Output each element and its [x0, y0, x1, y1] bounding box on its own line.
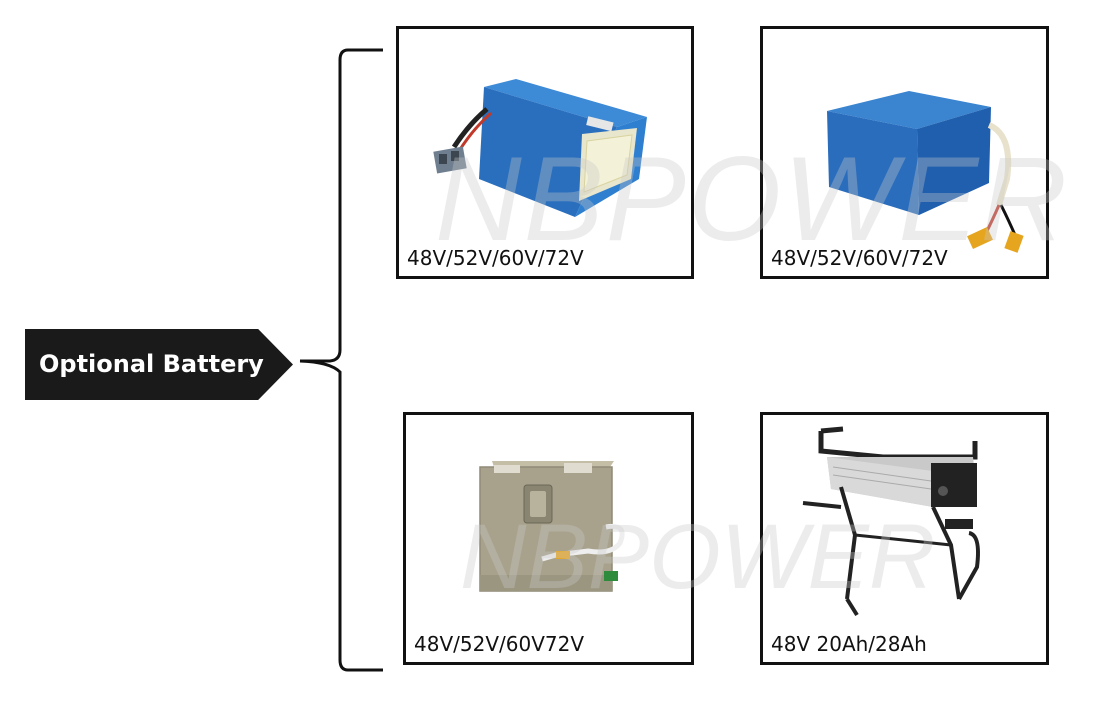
- product-card-4[interactable]: 48V 20Ah/28Ah: [760, 412, 1049, 665]
- voltage-caption: 48V/52V/60V/72V: [771, 246, 948, 270]
- product-card-2[interactable]: 48V/52V/60V/72V: [760, 26, 1049, 279]
- voltage-caption: 48V/52V/60V/72V: [407, 246, 584, 270]
- capacity-caption: 48V 20Ah/28Ah: [771, 632, 927, 656]
- battery-pack-image: [479, 461, 625, 592]
- optional-battery-tag: Optional Battery: [25, 329, 293, 400]
- battery-pack-image: [433, 79, 647, 217]
- optional-battery-label: Optional Battery: [39, 350, 264, 378]
- bracket-brace: [299, 48, 383, 672]
- product-card-3[interactable]: 48V/52V/60V72V: [403, 412, 694, 665]
- voltage-caption: 48V/52V/60V72V: [414, 632, 584, 656]
- battery-pack-image: [802, 426, 980, 617]
- product-card-1[interactable]: 48V/52V/60V/72V: [396, 26, 694, 279]
- battery-pack-image: [827, 91, 1024, 253]
